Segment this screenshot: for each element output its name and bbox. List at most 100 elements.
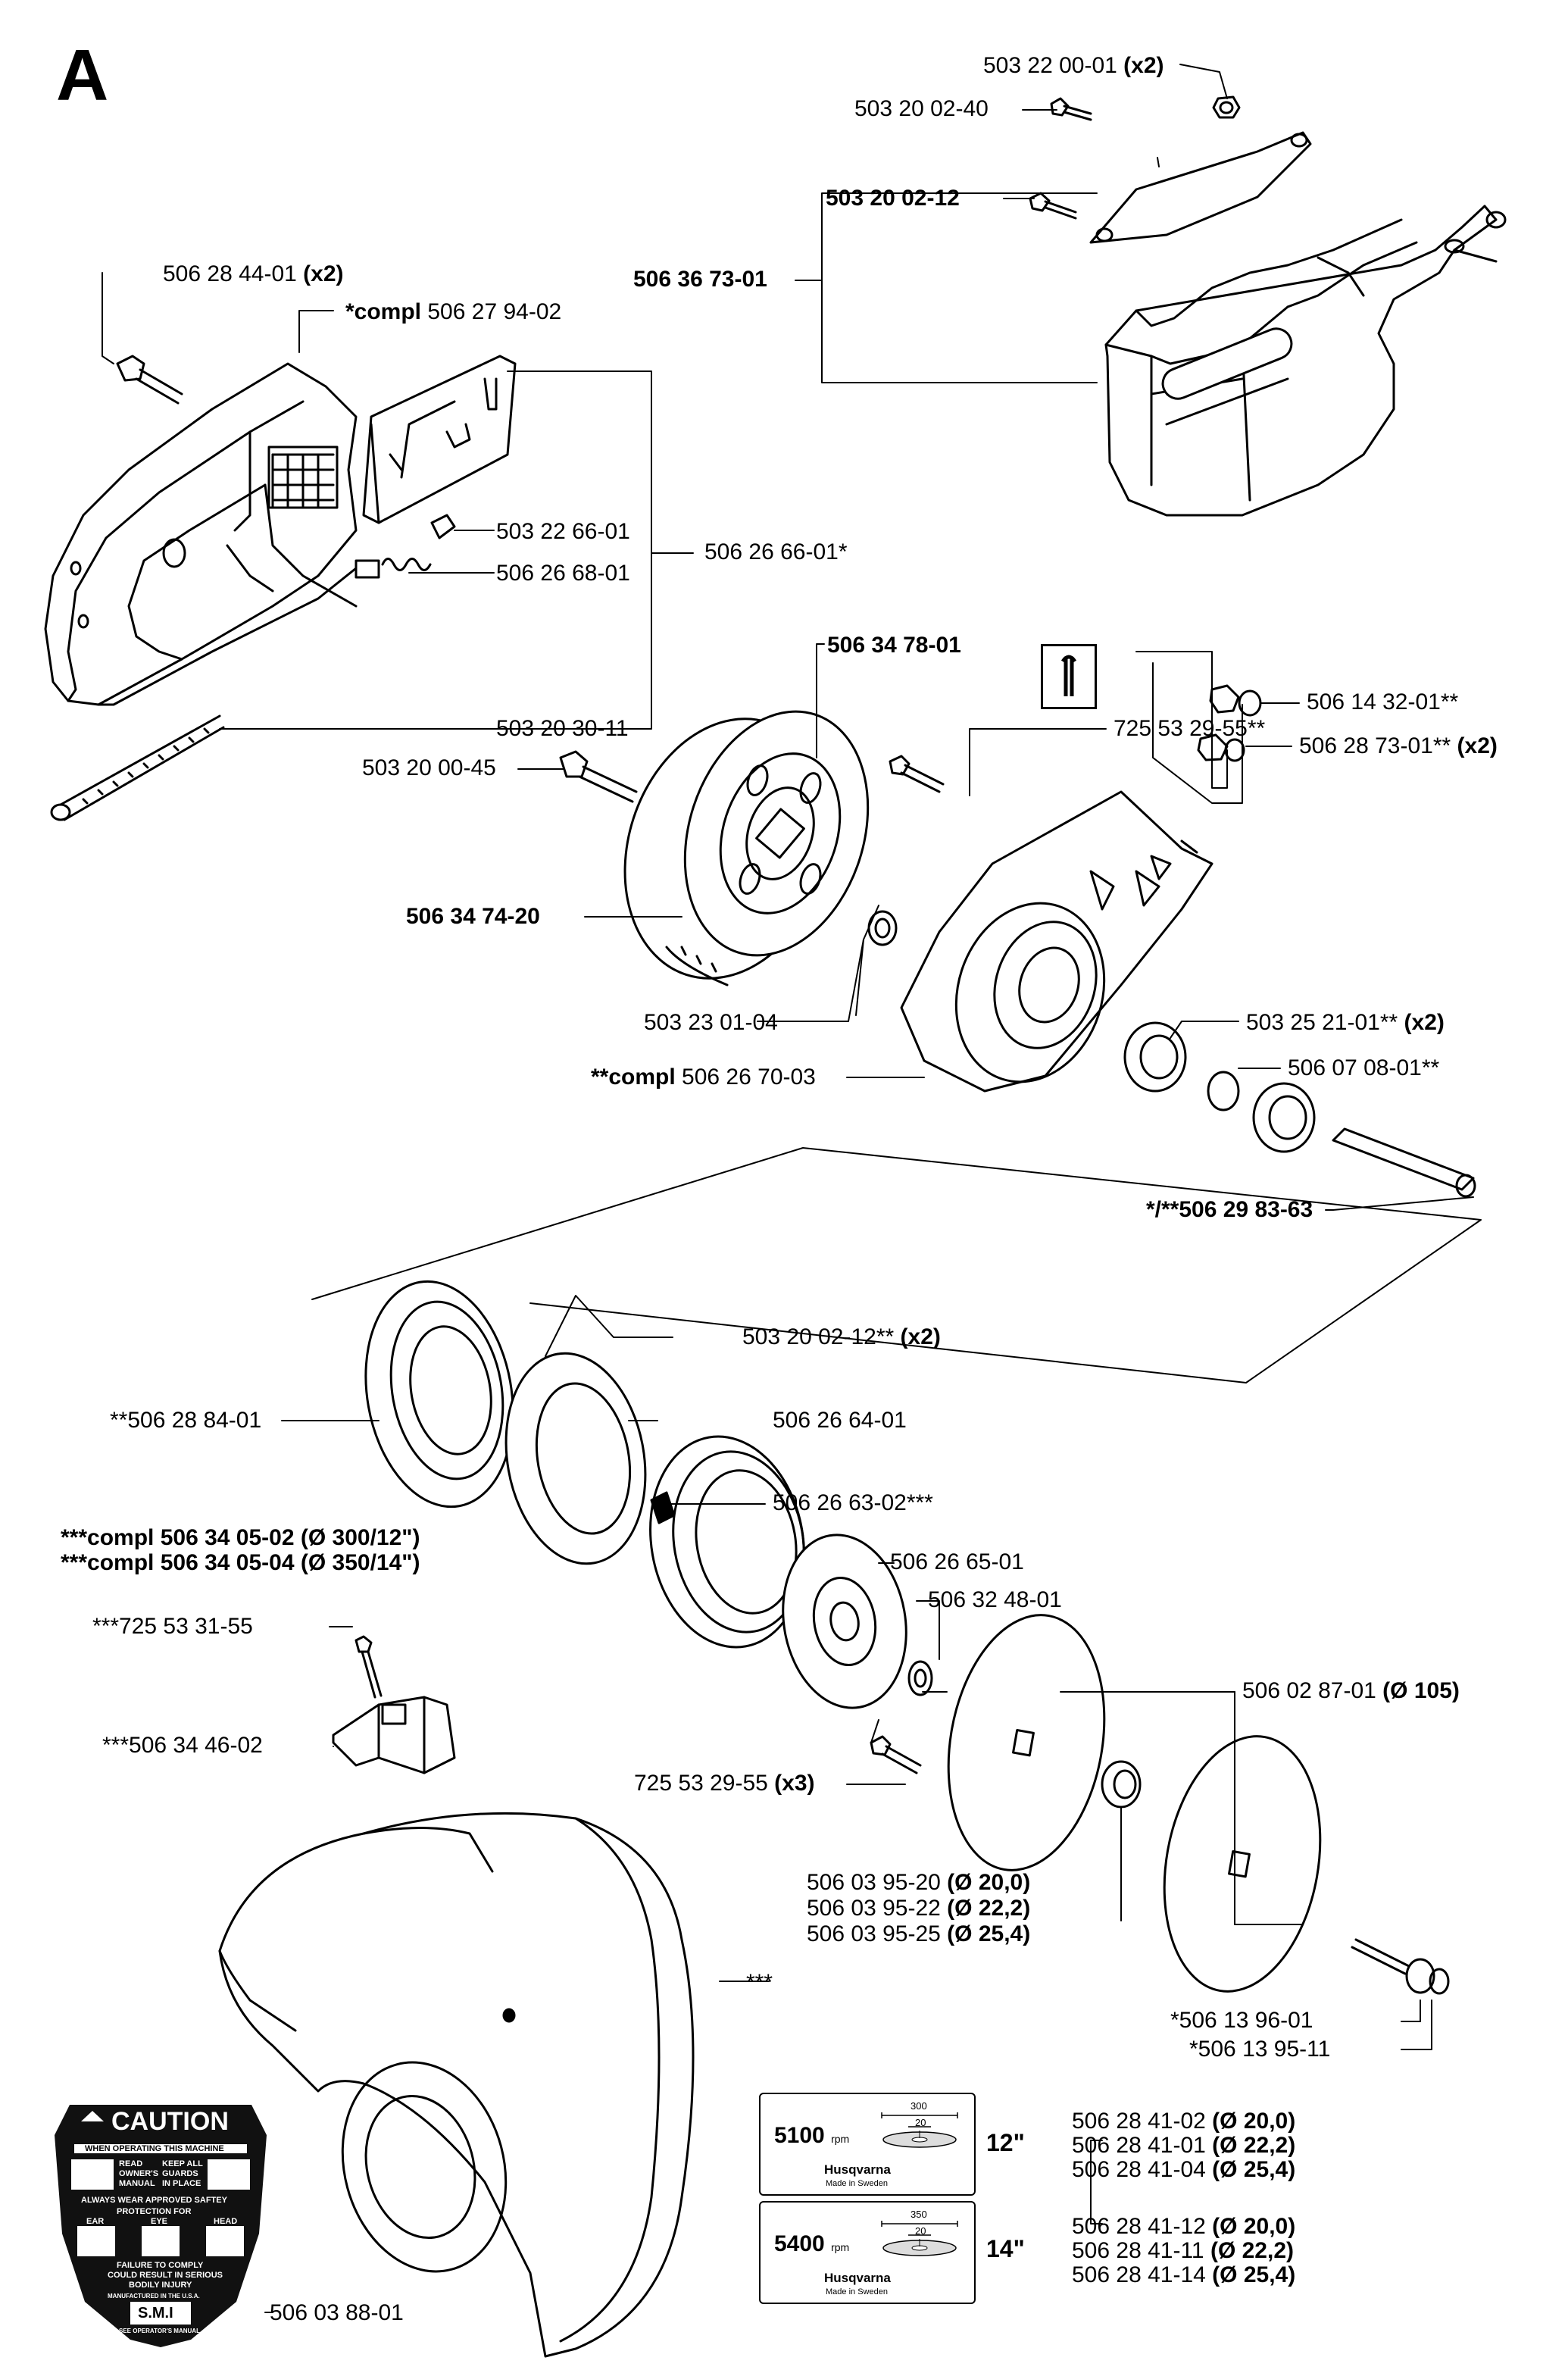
label-506-34-05-04: ***compl 506 34 05-04 (Ø 350/14") bbox=[61, 1550, 420, 1575]
spacer-ring bbox=[504, 1352, 647, 1565]
caution-fail1: FAILURE TO COMPLY bbox=[117, 2261, 204, 2270]
label-506-34-78-01: 506 34 78-01 bbox=[827, 633, 961, 658]
label-503-23-01-04: 503 23 01-04 bbox=[644, 1010, 778, 1035]
nuts-mid-right bbox=[1197, 684, 1262, 762]
label-506-26-70-03: **compl 506 26 70-03 bbox=[591, 1065, 816, 1090]
caution-line1: WHEN OPERATING THIS MACHINE bbox=[85, 2144, 224, 2153]
screws-top-right bbox=[1029, 95, 1241, 220]
assembly-outline bbox=[311, 1147, 1482, 1383]
belt-guard bbox=[44, 362, 358, 706]
label-506-28-41-14: 506 28 41-14 (Ø 25,4) bbox=[1072, 2262, 1296, 2287]
plate-rpm-value: 5100 bbox=[774, 2123, 825, 2148]
label-506-03-95-22: 506 03 95-22 (Ø 22,2) bbox=[807, 1896, 1031, 1921]
caution-line2: ALWAYS WEAR APPROVED SAFTEY bbox=[81, 2196, 227, 2205]
wrench-icon bbox=[1060, 655, 1077, 696]
caution-line3: PROTECTION FOR bbox=[117, 2207, 192, 2216]
section-letter: A bbox=[56, 35, 109, 116]
plate-made-in: Made in Sweden bbox=[826, 2287, 888, 2296]
label-506-03-88-01: 506 03 88-01 bbox=[270, 2300, 404, 2325]
screw-lower bbox=[870, 1735, 922, 1774]
long-screw bbox=[50, 714, 225, 821]
label-506-28-44-01: 506 28 44-01 (x2) bbox=[163, 261, 344, 286]
label-503-20-00-45: 503 20 00-45 bbox=[362, 755, 496, 780]
label-503-20-02-12-x2: 503 20 02-12** (x2) bbox=[742, 1324, 941, 1349]
plate-made-in: Made in Sweden bbox=[826, 2179, 888, 2188]
plate-rpm-value: 5400 bbox=[774, 2231, 825, 2256]
rpm-plate-14: 5400 rpm 350 20 Husqvarna Made in Sweden bbox=[759, 2201, 976, 2304]
label-506-02-87-01: 506 02 87-01 (Ø 105) bbox=[1242, 1678, 1460, 1703]
caution-c2b: GUARDS bbox=[162, 2169, 198, 2178]
rpm-plate-12: 5100 rpm 300 20 Husqvarna Made in Sweden bbox=[759, 2093, 976, 2196]
caution-brand: S.M.I bbox=[138, 2305, 173, 2321]
blade-dimension-icon bbox=[881, 2221, 958, 2256]
label-506-28-41-12: 506 28 41-12 (Ø 20,0) bbox=[1072, 2214, 1296, 2239]
plate-bore: 20 bbox=[915, 2117, 926, 2128]
label-503-20-02-40: 503 20 02-40 bbox=[854, 96, 989, 121]
outer-flange-2 bbox=[1163, 1735, 1322, 1993]
plate-size-14: 14" bbox=[986, 2235, 1025, 2262]
label-503-22-00-01: 503 22 00-01 (x2) bbox=[983, 53, 1164, 78]
warning-triangle-icon bbox=[81, 2111, 104, 2121]
bushing bbox=[1101, 1760, 1142, 1809]
caution-small: MANUFACTURED IN THE U.S.A. bbox=[108, 2293, 200, 2300]
husqvarna-logo: Husqvarna bbox=[824, 2271, 891, 2285]
spring-bracket bbox=[355, 355, 517, 579]
label-725-53-29-55: 725 53 29-55** bbox=[1114, 716, 1266, 741]
label-503-20-30-11: 503 20 30-11 bbox=[496, 716, 629, 741]
caution-eye: EYE bbox=[151, 2217, 168, 2226]
caution-fail3: BODILY INJURY bbox=[129, 2281, 192, 2290]
label-506-32-48-01: 506 32 48-01 bbox=[928, 1587, 1062, 1612]
label-506-03-95-20: 506 03 95-20 (Ø 20,0) bbox=[807, 1870, 1031, 1895]
label-506-13-96-01: *506 13 96-01 bbox=[1170, 2008, 1313, 2033]
label-503-22-66-01: 503 22 66-01 bbox=[496, 519, 630, 544]
label-506-28-41-11: 506 28 41-11 (Ø 22,2) bbox=[1072, 2238, 1294, 2263]
caution-decal-shape bbox=[55, 2105, 267, 2347]
label-506-26-64-01: 506 26 64-01 bbox=[773, 1408, 907, 1433]
bolt-top-left bbox=[116, 355, 183, 405]
caution-c2c: IN PLACE bbox=[162, 2179, 201, 2188]
label-503-20-02-12: 503 20 02-12 bbox=[826, 186, 960, 211]
guard-bracket bbox=[332, 1635, 456, 1774]
caution-c1b: OWNER'S bbox=[119, 2169, 159, 2178]
inner-flange bbox=[782, 1534, 907, 1709]
label-506-34-46-02: ***506 34 46-02 bbox=[102, 1733, 263, 1758]
washer bbox=[867, 910, 898, 946]
plate-rpm-unit: rpm bbox=[831, 2241, 850, 2253]
screw-mid bbox=[889, 755, 945, 793]
label-725-53-29-55-x3: 725 53 29-55 (x3) bbox=[634, 1771, 815, 1796]
caution-c1c: MANUAL bbox=[119, 2179, 155, 2188]
label-506-07-08-01: 506 07 08-01** bbox=[1288, 1055, 1440, 1080]
label-506-28-41-01: 506 28 41-01 (Ø 22,2) bbox=[1072, 2133, 1296, 2158]
tool-icon bbox=[1041, 644, 1097, 709]
caution-head: HEAD bbox=[214, 2217, 238, 2226]
blade-bolt bbox=[1351, 1938, 1450, 1995]
label-506-26-66-01: 506 26 66-01* bbox=[704, 539, 848, 564]
toothed-ring bbox=[364, 1280, 514, 1509]
plate-size-12: 12" bbox=[986, 2129, 1025, 2156]
small-washer bbox=[907, 1660, 933, 1696]
label-506-26-68-01: 506 26 68-01 bbox=[496, 561, 630, 586]
label-503-25-21-01: 503 25 21-01** (x2) bbox=[1246, 1010, 1445, 1035]
label-guard-assembly: *** bbox=[746, 1970, 773, 1995]
bearing-housing bbox=[900, 790, 1213, 1093]
label-506-27-94-02: *compl 506 27 94-02 bbox=[345, 299, 562, 324]
label-506-03-95-25: 506 03 95-25 (Ø 25,4) bbox=[807, 1921, 1031, 1946]
bolt-mid-left bbox=[559, 750, 638, 803]
bearings-shaft bbox=[1123, 1021, 1476, 1198]
blade-dimension-icon bbox=[881, 2112, 958, 2148]
label-725-53-31-55: ***725 53 31-55 bbox=[92, 1614, 253, 1639]
label-506-14-32-01: 506 14 32-01** bbox=[1307, 689, 1459, 714]
label-506-28-73-01: 506 28 73-01** (x2) bbox=[1299, 733, 1498, 758]
label-506-34-74-20: 506 34 74-20 bbox=[406, 904, 540, 929]
label-506-29-83-63: */**506 29 83-63 bbox=[1146, 1197, 1313, 1222]
belt-guard-bracket bbox=[1089, 131, 1507, 517]
label-506-26-65-01: 506 26 65-01 bbox=[890, 1549, 1024, 1574]
label-506-34-05-02: ***compl 506 34 05-02 (Ø 300/12") bbox=[61, 1525, 420, 1550]
caution-c1a: READ bbox=[119, 2159, 143, 2168]
label-506-36-73-01: 506 36 73-01 bbox=[633, 267, 767, 292]
blade-guard bbox=[218, 1812, 695, 2358]
label-506-13-95-11: *506 13 95-11 bbox=[1189, 2037, 1331, 2062]
plate-rpm-unit: rpm bbox=[831, 2133, 850, 2145]
